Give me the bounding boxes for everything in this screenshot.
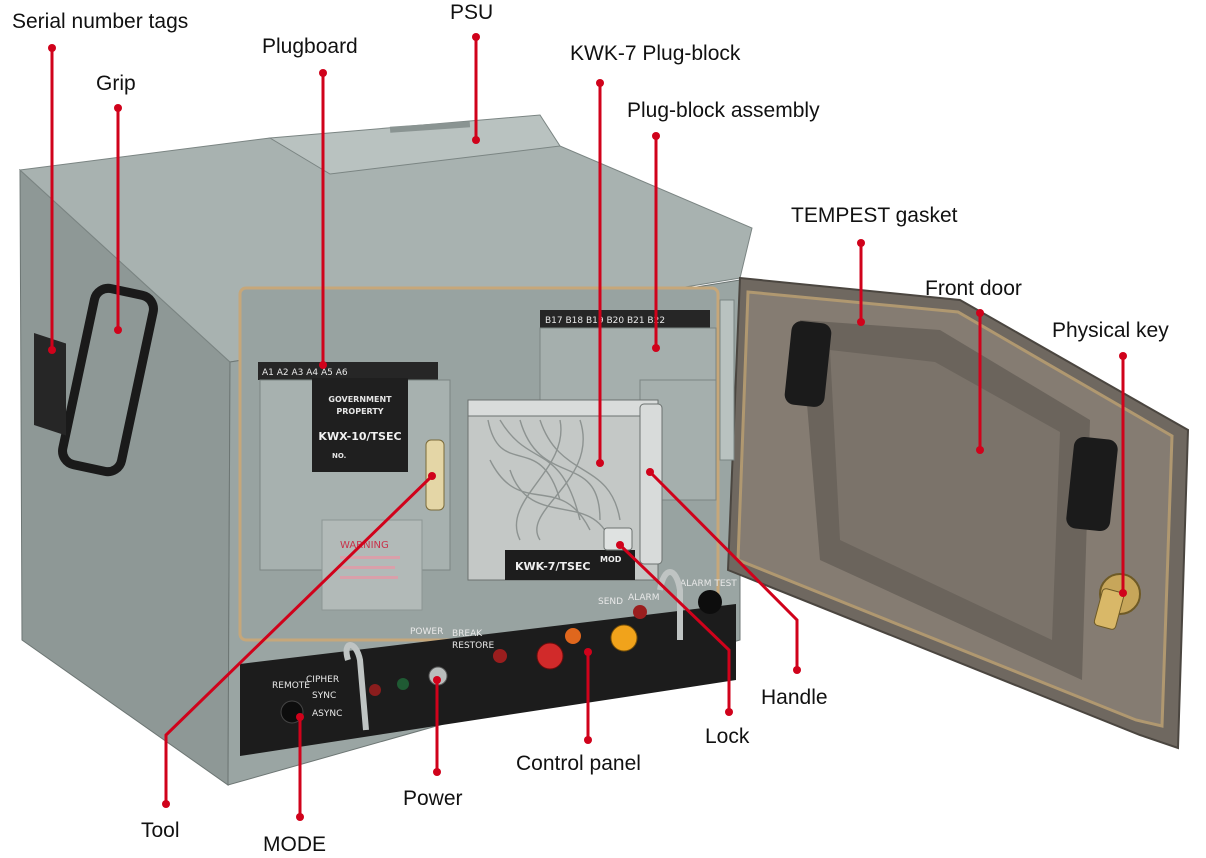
label-physical-key: Physical key [1052, 319, 1169, 342]
label-handle: Handle [761, 686, 828, 709]
cp-break: BREAK [452, 629, 483, 639]
plug-block-lock [603, 527, 633, 551]
label-plugboard: Plugboard [262, 35, 358, 58]
cp-restore: RESTORE [452, 641, 494, 651]
alarm-test-knob [698, 590, 722, 614]
label-front-door: Front door [925, 277, 1022, 300]
label-grip: Grip [96, 72, 136, 95]
plug-block-handle [639, 403, 663, 565]
send-button [610, 624, 638, 652]
label-psu: PSU [450, 1, 494, 24]
tag-model: KWX-10/TSEC [318, 430, 401, 443]
tool-fuse-holder [425, 439, 445, 511]
plugboard-strip [258, 362, 438, 380]
label-mode: MODE [263, 833, 326, 856]
cp-sync: SYNC [312, 691, 336, 701]
label-kwk7-plug-block: KWK-7 Plug-block [570, 42, 741, 65]
break-button [536, 642, 564, 670]
label-control-panel: Control panel [516, 752, 641, 775]
label-lock: Lock [705, 725, 750, 748]
kwk7-label-text: KWK-7/TSEC [515, 560, 590, 573]
label-tool: Tool [141, 819, 180, 842]
cp-async: ASYNC [312, 709, 342, 719]
svg-text:A1 A2 A3 A4 A5 A6: A1 A2 A3 A4 A5 A6 [262, 368, 348, 378]
plug-block-wires [487, 419, 621, 541]
tag-line-1: GOVERNMENT [328, 395, 392, 404]
label-power: Power [403, 787, 463, 810]
power-toggle-switch [428, 666, 448, 686]
label-plug-block-assembly: Plug-block assembly [627, 99, 820, 122]
kwk7-label [505, 550, 635, 580]
warning-text: WARNING [340, 540, 389, 551]
warning-plate [321, 519, 423, 611]
physical-key [1093, 588, 1125, 630]
cp-cipher: CIPHER [306, 675, 339, 685]
side-grip [58, 283, 158, 477]
cp-remote: REMOTE [272, 681, 310, 691]
door-pad-1 [784, 321, 832, 407]
label-tempest-gasket: TEMPEST gasket [791, 204, 958, 227]
label-serial-number-tags: Serial number tags [12, 10, 189, 33]
svg-text:B17 B18 B19 B20 B21 B22: B17 B18 B19 B20 B21 B22 [545, 316, 665, 326]
serial-number-tags [34, 333, 66, 436]
tag-no: NO. [332, 452, 346, 460]
government-property-tag [312, 378, 408, 472]
door-pad-2 [1066, 436, 1118, 532]
door-hinge [719, 299, 735, 461]
cp-power: POWER [410, 627, 443, 637]
mode-switch-knob [280, 700, 304, 724]
mod-text: MOD [600, 555, 622, 564]
cp-send: SEND [598, 597, 623, 607]
cp-alarm-test: ALARM TEST [680, 579, 737, 589]
tag-line-2: PROPERTY [336, 407, 383, 416]
cp-alarm: ALARM [628, 593, 660, 603]
